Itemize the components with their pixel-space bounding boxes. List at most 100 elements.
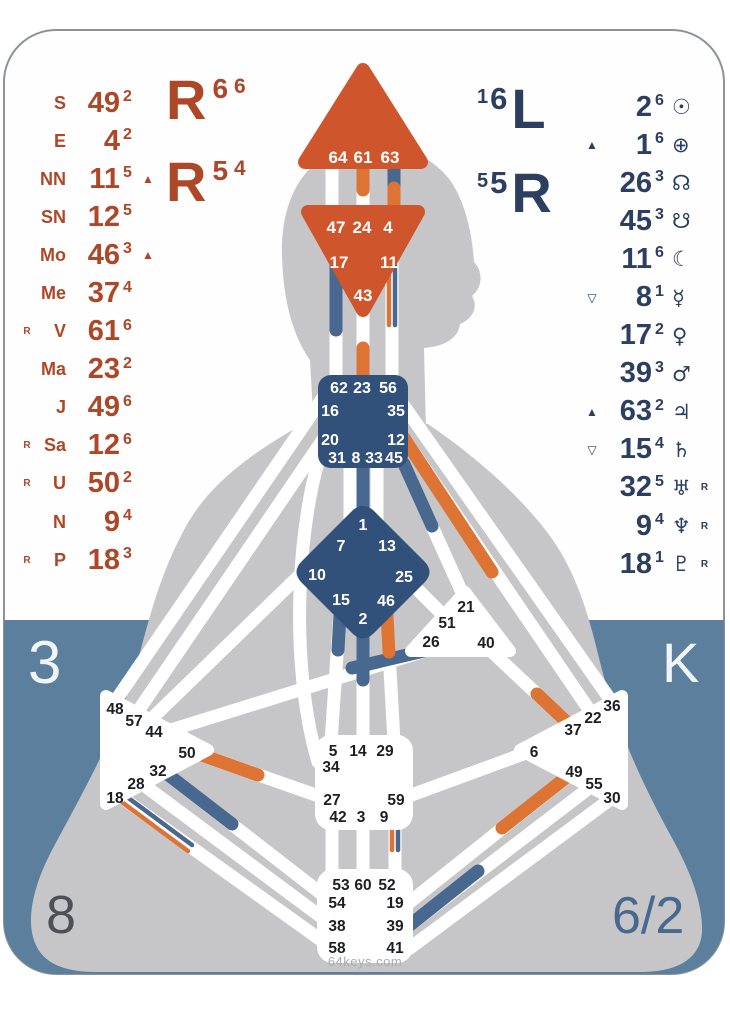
fixing-arrow: ▽ [587, 290, 597, 305]
fixing-arrow: ▲ [142, 172, 154, 187]
arrow-letter: R [166, 68, 207, 131]
head-center [298, 63, 428, 169]
gate-number: 49 [87, 391, 120, 424]
tone-number: 6 [490, 81, 508, 116]
gate-45: 45 [385, 450, 403, 467]
mars-icon: ♂ [672, 361, 691, 386]
line-number: 2 [123, 354, 132, 372]
channel-6-59 [391, 746, 533, 807]
planet-label: Ma [40, 359, 66, 380]
label-top-left: 3 [28, 629, 62, 696]
gate-number: 46 [87, 238, 120, 271]
line-number: 4 [123, 278, 132, 296]
gate-41: 41 [386, 940, 404, 957]
venus-icon: ♀ [672, 323, 688, 348]
line-number: 2 [123, 126, 132, 144]
gate-52: 52 [378, 877, 395, 894]
gate-16: 16 [321, 403, 339, 420]
gate-segment-45 [397, 457, 439, 533]
channel-16-48 [109, 389, 331, 707]
channel-34-20 [293, 437, 331, 769]
gate-49: 49 [565, 764, 583, 781]
planet-label: SN [40, 206, 66, 227]
gate-15: 15 [332, 592, 350, 609]
gate-37: 37 [564, 722, 581, 739]
gate-5: 5 [329, 743, 338, 760]
tone-number: 6 [212, 73, 229, 104]
root-center [317, 869, 413, 963]
planet-label: U [53, 473, 66, 494]
gate-58: 58 [328, 940, 346, 957]
line-number: 5 [123, 202, 132, 220]
line-number: 6 [123, 392, 132, 410]
color-number: 4 [234, 157, 246, 180]
gate-number: 63 [619, 395, 652, 428]
gate-59: 59 [387, 792, 405, 809]
line-number: 2 [655, 320, 664, 338]
gate-number: 61 [87, 315, 120, 348]
line-number: 3 [655, 206, 664, 224]
line-number: 4 [655, 511, 664, 529]
gate-3: 3 [357, 809, 366, 826]
retrograde-marker: R [23, 554, 31, 566]
saturn-icon: ♄ [672, 437, 691, 462]
gate-53: 53 [332, 877, 350, 894]
tone-number: 5 [490, 165, 508, 200]
gate-number: 23 [87, 353, 120, 386]
line-number: 2 [123, 468, 132, 486]
centers [100, 63, 628, 963]
south-node-icon: ☋ [672, 209, 691, 234]
gate-segment-49 [495, 765, 580, 835]
gate-number: 2 [635, 90, 652, 123]
gate-segment-18-personality [116, 797, 191, 854]
sacral-center [315, 735, 413, 830]
channel-20-57 [127, 431, 331, 724]
line-number: 1 [655, 282, 664, 300]
fixing-arrow: ▲ [586, 138, 598, 153]
channel-28-38 [134, 776, 339, 932]
gate-number: 18 [87, 543, 120, 576]
gate-11: 11 [380, 253, 398, 272]
line-number: 2 [123, 88, 132, 106]
sun-icon: ☉ [672, 95, 691, 120]
gate-22: 22 [584, 710, 601, 727]
planet-label: E [53, 130, 66, 151]
gate-50: 50 [178, 745, 195, 762]
arrow-letter: R [166, 150, 207, 213]
line-number: 3 [123, 240, 132, 258]
gate-7: 7 [337, 538, 346, 555]
gate-segment-18-design [120, 791, 195, 848]
retrograde-marker: R [23, 440, 31, 452]
gate-46: 46 [377, 593, 395, 610]
channel-30-41 [403, 791, 619, 955]
gate-28: 28 [127, 776, 145, 793]
moon-icon: ☾ [672, 247, 691, 272]
heart-center [405, 586, 516, 657]
gate-number: 4 [103, 124, 120, 157]
gate-23: 23 [353, 380, 371, 397]
channel-10-57 [133, 563, 312, 737]
gate-number: 15 [619, 433, 652, 466]
label-bottom-right: 6/2 [612, 887, 685, 945]
gate-29: 29 [376, 743, 394, 760]
gate-10: 10 [308, 567, 326, 584]
gate-2: 2 [359, 611, 368, 628]
gate-64: 64 [329, 148, 348, 167]
retrograde-marker: R [23, 478, 31, 490]
